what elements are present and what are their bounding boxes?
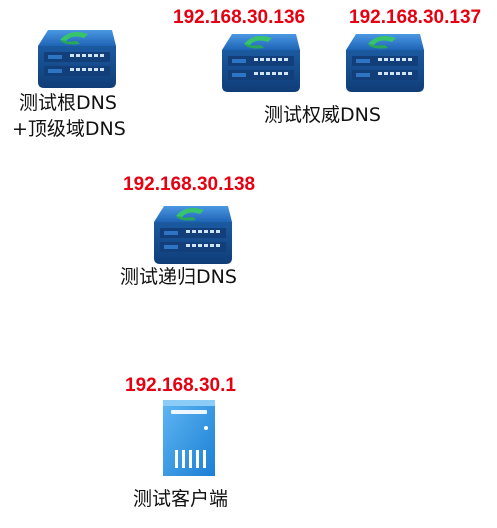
network-appliance-icon [214,28,304,98]
auth-dns-1-node [214,28,304,98]
auth-dns-group-label: 测试权威DNS [264,104,381,126]
network-appliance-icon [30,24,120,94]
root-tld-dns-label-line2: +顶级域DNS [12,118,126,140]
client-node [161,398,217,478]
network-appliance-icon [338,28,428,98]
recursive-dns-label: 测试递归DNS [120,266,237,288]
recursive-dns-ip: 192.168.30.138 [123,174,256,195]
network-appliance-icon [146,200,236,270]
desktop-tower-icon [163,400,215,476]
recursive-dns-node [146,200,236,270]
root-tld-dns-node [30,24,120,94]
client-ip: 192.168.30.1 [125,375,236,396]
auth-dns-1-ip: 192.168.30.136 [173,7,306,28]
auth-dns-2-ip: 192.168.30.137 [349,7,482,28]
client-label: 测试客户端 [133,488,229,510]
root-tld-dns-label-line1: 测试根DNS [19,92,117,114]
auth-dns-2-node [338,28,428,98]
